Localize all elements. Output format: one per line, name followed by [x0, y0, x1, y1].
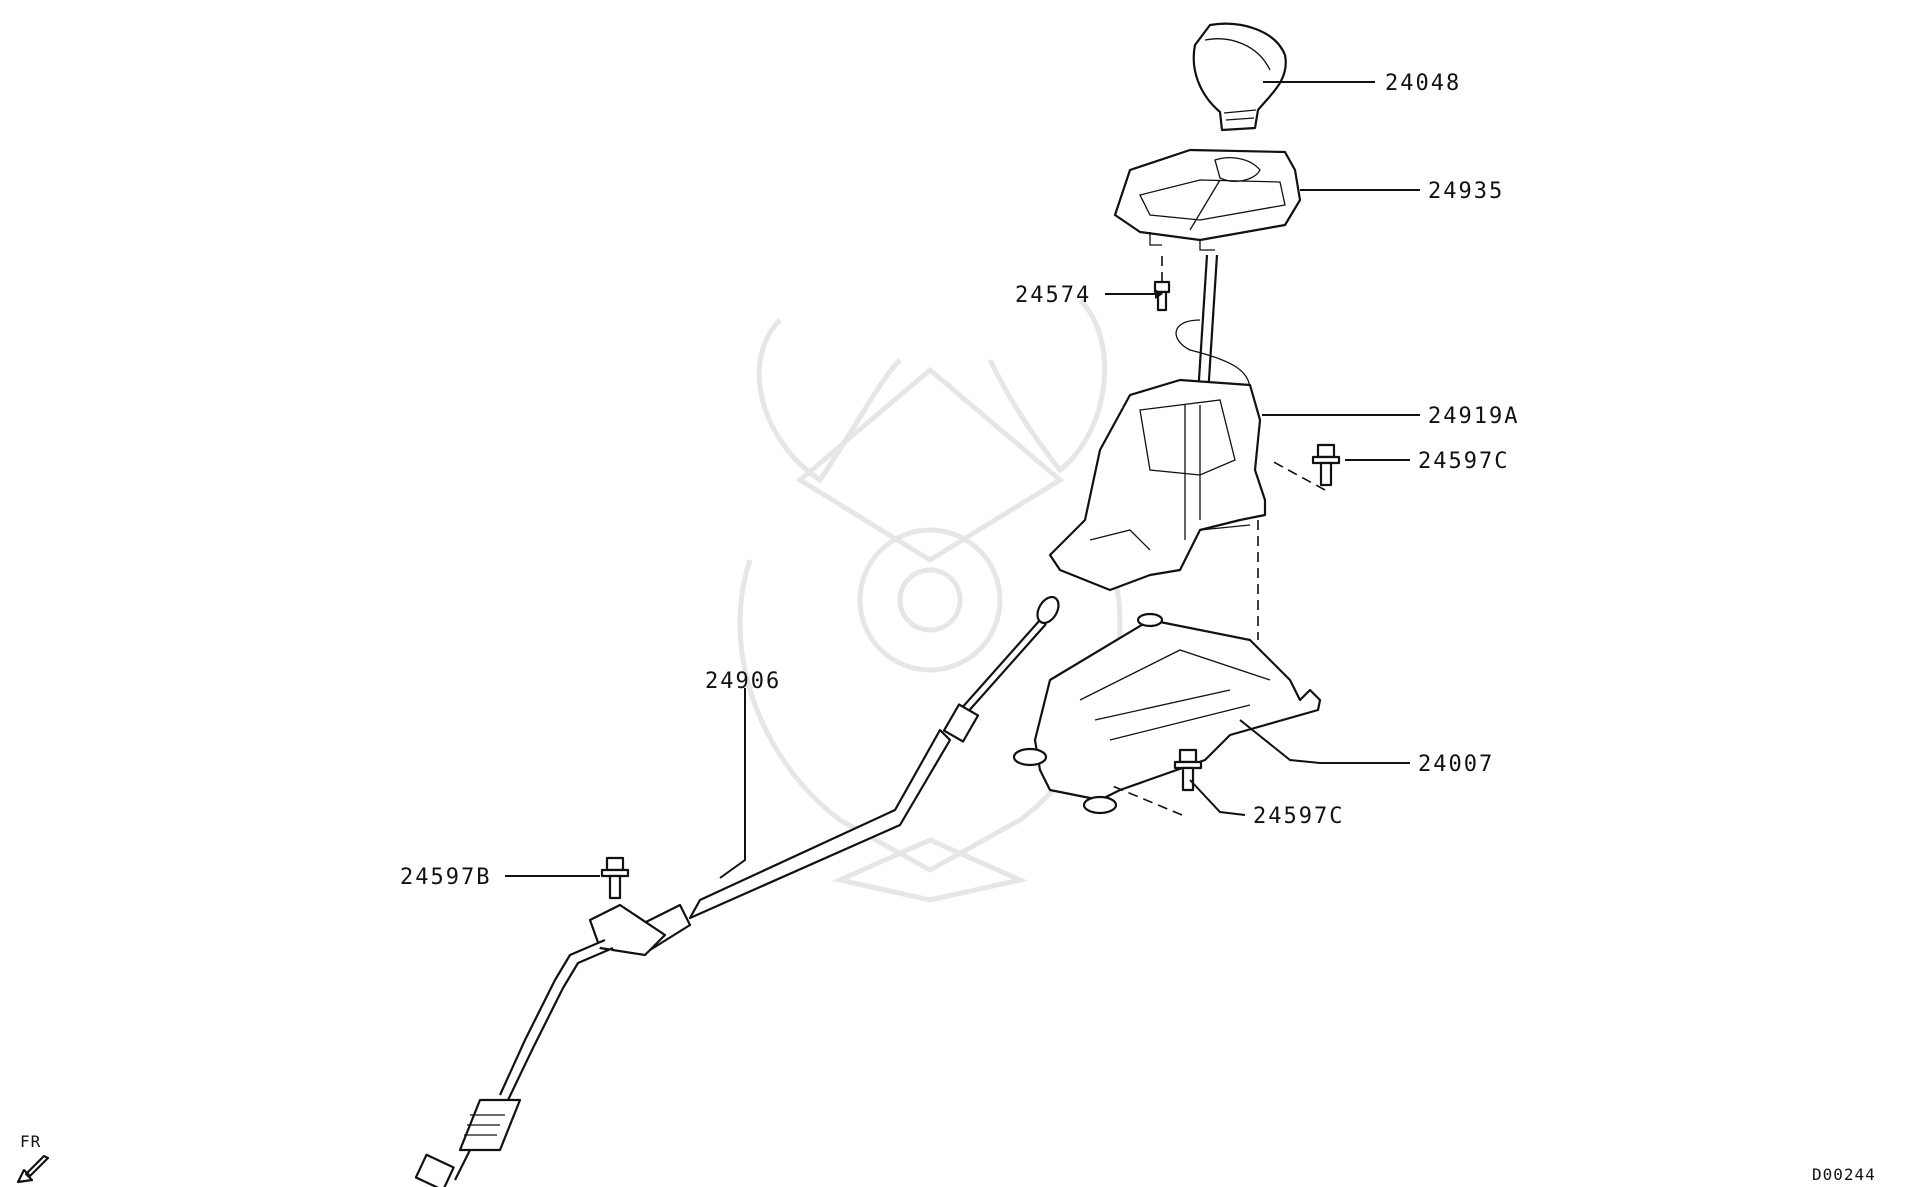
- label-24597C-top: 24597C: [1418, 449, 1509, 474]
- lever-bracket: [1012, 612, 1322, 815]
- screw-24574: [1153, 255, 1171, 312]
- bolt-24597C-bottom: [1109, 748, 1203, 816]
- arrow-down-left-icon: [16, 1154, 50, 1184]
- label-24906: 24906: [705, 669, 781, 694]
- shift-lever-assembly: [1048, 254, 1267, 592]
- diagram-code: D00244: [1812, 1165, 1876, 1184]
- front-direction-marker: FR: [16, 1132, 50, 1184]
- label-24597C-bottom: 24597C: [1253, 804, 1344, 829]
- fr-label: FR: [20, 1132, 41, 1151]
- shift-cable: [414, 595, 1060, 1187]
- label-24597B: 24597B: [400, 865, 491, 890]
- label-24935: 24935: [1428, 179, 1504, 204]
- label-24048: 24048: [1385, 71, 1461, 96]
- shift-knob: [1192, 22, 1287, 132]
- watermark-emblem-icon: [737, 298, 1123, 903]
- label-24919A: 24919A: [1428, 404, 1519, 429]
- leader-lines: [505, 81, 1420, 879]
- label-24007: 24007: [1418, 752, 1494, 777]
- bolt-24597C-top: [1257, 443, 1341, 640]
- label-24574: 24574: [1015, 283, 1091, 308]
- bolt-24597B: [600, 856, 630, 900]
- indicator-panel: [1113, 148, 1302, 251]
